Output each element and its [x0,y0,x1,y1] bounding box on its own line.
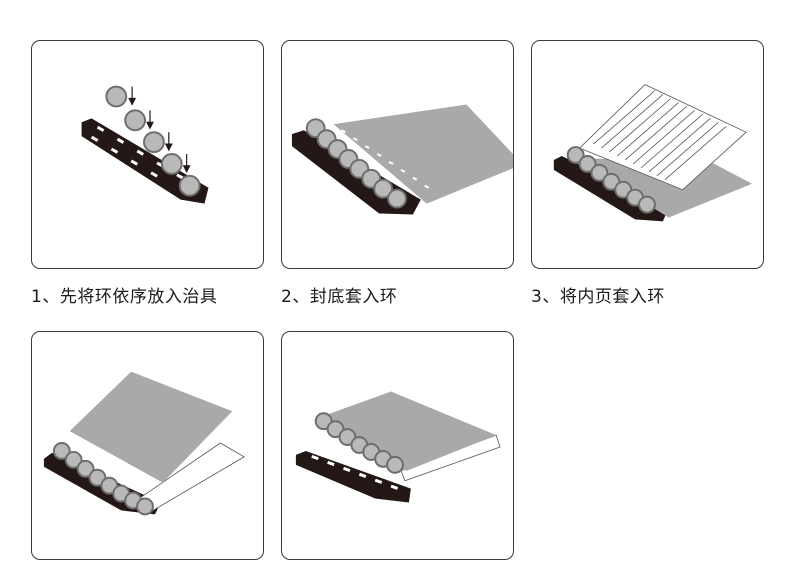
step-5-illustration [281,331,514,560]
step-2-illustration [281,40,514,269]
front-cover [69,371,233,483]
down-arrow-icon [128,86,137,106]
step-3-caption: 3、将内页套入环 [531,287,665,307]
notebook-cover [319,391,497,471]
down-arrows [128,86,191,174]
step-1-drawing [81,85,209,204]
step-4-illustration [31,331,264,560]
step-2-drawing [291,104,513,215]
jig-bar-icon [81,118,209,204]
jig-slots [311,454,399,490]
jig-slots [90,125,184,180]
step-2-caption: 2、封底套入环 [281,287,398,307]
down-arrow-icon [164,132,173,152]
step-3-drawing [553,84,753,222]
binding-ring-icon [178,174,201,197]
step-3-illustration [531,40,764,269]
jig-bar-icon [295,450,411,503]
binding-rings [566,146,656,214]
inner-pages [578,84,747,191]
cover-holes [79,438,144,482]
binding-rings [105,85,201,197]
step-5-drawing [295,391,501,503]
down-arrow-icon [182,154,191,174]
binding-rings [52,442,154,516]
binding-rings [314,412,404,474]
step-1-illustration [31,40,264,269]
binding-ring-icon [160,153,183,175]
step-1-caption: 1、先将环依序放入治具 [31,287,218,307]
back-cover [571,157,753,218]
binding-ring-icon [124,109,147,132]
binding-ring-icon [105,85,128,108]
back-cover [333,104,513,204]
binding-ring-icon [143,131,165,154]
step-4-drawing [43,371,245,516]
cover-holes [341,129,430,189]
down-arrow-icon [146,110,154,130]
page-lines [593,90,727,181]
binding-rings [305,118,407,209]
